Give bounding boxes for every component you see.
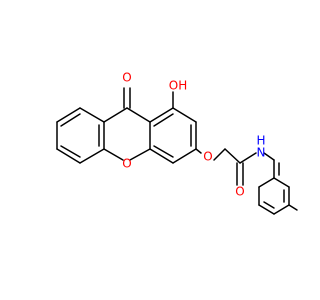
amide-oxygen-label: O — [235, 185, 244, 199]
bond-tolyl-7 — [258, 177, 275, 188]
diagram-background — [0, 0, 300, 300]
bond-tolyl-5-inner — [263, 201, 275, 209]
bond-right-ring-5 — [149, 148, 174, 164]
bond-right-ring-1-inner — [153, 113, 174, 127]
bond-right-ring-4 — [172, 148, 197, 164]
bond-tolyl-2 — [273, 177, 290, 188]
ring-oxygen-label: O — [122, 157, 131, 171]
atom-label-layer: O OH O O O H N — [122, 71, 265, 199]
bond-tolyl-4 — [273, 204, 290, 215]
bond-layer — [56, 87, 298, 215]
bond-right-ring-2 — [172, 107, 197, 123]
bond-methyl — [288, 204, 298, 211]
bond-left-ring-5-inner — [60, 145, 81, 158]
chemical-structure-diagram: O OH O O O H N — [0, 0, 300, 300]
bond-carbonyl-to-n — [239, 152, 257, 164]
bond-left-ring-2 — [79, 107, 105, 123]
hydroxyl-label: OH — [169, 79, 187, 93]
bond-right-ring-1 — [149, 107, 174, 123]
bond-left-ring-1 — [56, 107, 81, 123]
bond-n-to-aryl — [263, 152, 275, 161]
carbonyl-oxygen-label: O — [122, 71, 131, 85]
bond-left-ring-1-inner — [60, 113, 81, 127]
bond-tolyl-5 — [258, 204, 275, 215]
bond-ring-o-to-left — [103, 148, 124, 161]
bond-left-ring-5 — [56, 148, 81, 164]
bond-center-right-to-ring-o — [129, 148, 151, 161]
bond-ch2-to-carbonyl — [224, 148, 241, 164]
bond-center-left-top — [103, 107, 128, 123]
amide-nitrogen-label: N — [257, 146, 266, 160]
amide-hydrogen-label: H — [256, 134, 265, 148]
bond-right-ring-5-inner — [153, 145, 174, 158]
bond-ring-to-ether-o — [195, 148, 202, 154]
bond-center-carbonyl-right — [126, 107, 151, 123]
ether-oxygen-label: O — [203, 150, 212, 164]
bond-left-ring-4 — [79, 148, 105, 164]
bond-ether-o-to-ch2 — [213, 148, 226, 161]
